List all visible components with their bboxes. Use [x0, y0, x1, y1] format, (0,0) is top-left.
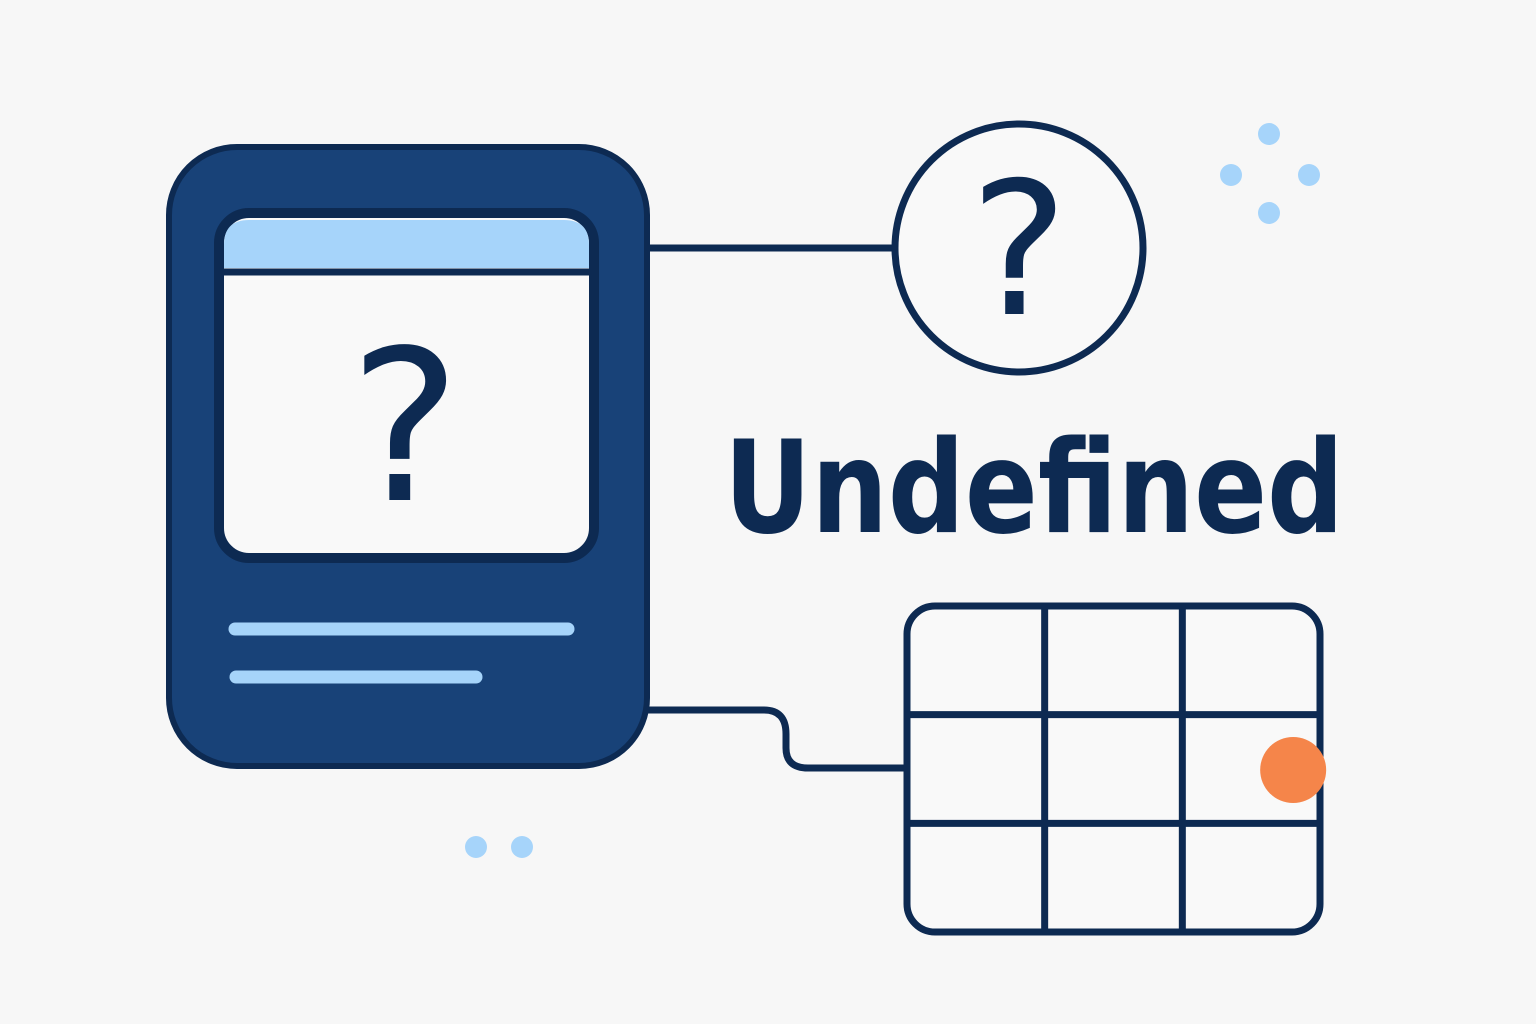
decorative-dot [1258, 202, 1280, 224]
connector-card-to-grid [642, 706, 910, 772]
card-window-titlebar [224, 220, 589, 268]
dot-cluster-bottom-left [465, 836, 533, 858]
help-circle-outline [891, 120, 1147, 376]
card-window [214, 208, 599, 563]
decorative-dot [1258, 123, 1280, 145]
help-circle-icon: ? [970, 142, 1068, 358]
orange-dot-icon [1260, 737, 1327, 803]
help-circle: ? [891, 120, 1147, 376]
question-mark-icon: ? [349, 305, 460, 550]
decorative-dot [1298, 164, 1320, 186]
grid-frame [903, 602, 1324, 936]
grid-table [903, 602, 1327, 936]
decorative-dot [465, 836, 487, 858]
decorative-dot [511, 836, 533, 858]
decorative-dot [1220, 164, 1242, 186]
diagram-title: Undefined [724, 414, 1344, 563]
dot-cluster-top-right [1220, 123, 1320, 224]
device-card: ? [166, 144, 650, 769]
